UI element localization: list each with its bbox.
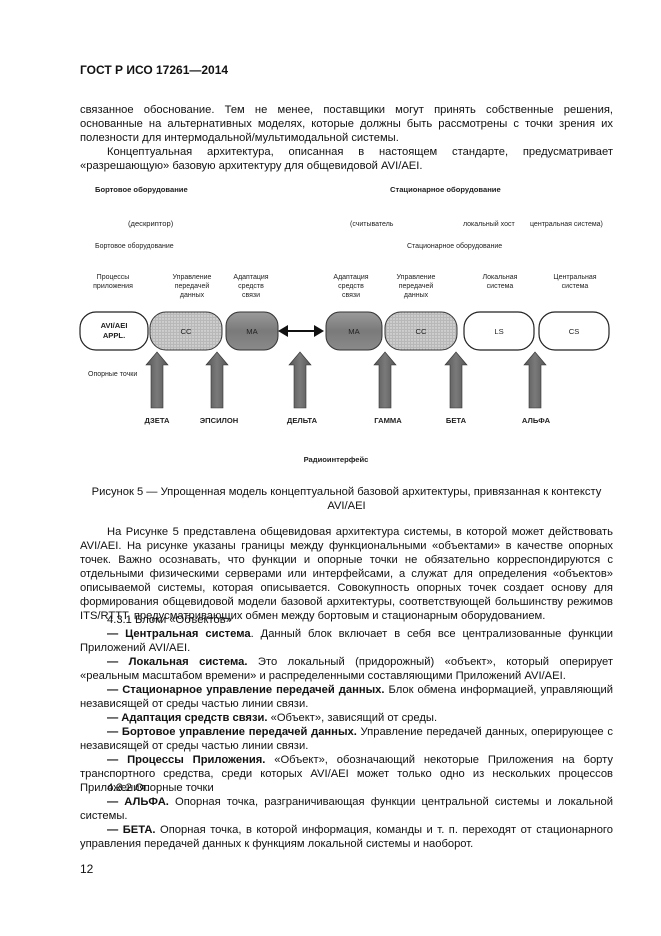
col6-line1: система bbox=[562, 283, 589, 290]
col1-line2: данных bbox=[180, 292, 205, 299]
ls-box bbox=[463, 311, 535, 351]
col2-line0: Адаптация bbox=[233, 274, 268, 281]
item-term: — Адаптация средств связи. bbox=[107, 712, 268, 724]
fixed-title: Стационарное оборудование bbox=[390, 185, 501, 194]
arrow-delta bbox=[288, 351, 312, 409]
intro-paragraph-2: Концептуальная архитектура, описанная в … bbox=[80, 146, 613, 172]
point-term: — БЕТА. bbox=[107, 824, 156, 836]
col0-line1: приложения bbox=[93, 283, 133, 290]
architecture-figure: Бортовое оборудование Стационарное обору… bbox=[79, 185, 610, 464]
central-system-label: центральная система) bbox=[530, 221, 603, 228]
col3-line1: средств bbox=[338, 283, 364, 290]
item-local-system: — Локальная система. Это локальный (прид… bbox=[80, 655, 613, 683]
arrow-label-beta: БЕТА bbox=[446, 416, 467, 425]
item-central-system: — Центральная система. Данный блок включ… bbox=[80, 627, 613, 655]
cc-box-onboard bbox=[149, 311, 223, 351]
radio-link-arrow-right bbox=[314, 325, 324, 337]
item-text: Это локальный (придорожный) «объект», ко… bbox=[80, 656, 613, 682]
appl-box bbox=[79, 311, 149, 351]
item-onboard-data-management: — Бортовое управление передачей данных. … bbox=[80, 725, 613, 753]
ma-box-fixed-label: MA bbox=[348, 327, 360, 336]
item-term: — Процессы Приложения. bbox=[107, 754, 266, 766]
item-text: «Объект», зависящий от среды. bbox=[267, 712, 438, 724]
item-term: — Бортовое управление передачей данных. bbox=[107, 726, 357, 738]
appl-box-line1: APPL. bbox=[103, 331, 125, 340]
col3-line0: Адаптация bbox=[333, 274, 368, 281]
ma-box-onboard-label: MA bbox=[246, 327, 258, 336]
col1-line1: передачей bbox=[175, 282, 210, 290]
fixed-subtitle: Стационарное оборудование bbox=[407, 242, 502, 250]
radio-interface-label: Радиоинтерфейс bbox=[304, 455, 369, 464]
descriptor-label: (дескриптор) bbox=[128, 219, 174, 228]
point-term: — АЛЬФА. bbox=[107, 796, 169, 808]
arrow-label-gamma: ГАММА bbox=[374, 416, 402, 425]
ref-points-label: Опорные точки bbox=[88, 371, 137, 378]
figure-caption: Рисунок 5 — Упрощенная модель концептуал… bbox=[91, 486, 602, 512]
arrow-label-zeta: ДЗЕТА bbox=[145, 416, 170, 425]
item-media-adaptation: — Адаптация средств связи. «Объект», зав… bbox=[80, 711, 613, 725]
point-text: Опорная точка, разграничивающая функции … bbox=[80, 796, 613, 822]
onboard-title: Бортовое оборудование bbox=[95, 185, 188, 194]
arrow-beta bbox=[444, 351, 468, 409]
item-term: — Стационарное управление передачей данн… bbox=[107, 684, 385, 696]
point-alpha: — АЛЬФА. Опорная точка, разграничивающая… bbox=[80, 795, 613, 823]
arrow-gamma bbox=[373, 351, 397, 409]
section-4-3-1: 4.3.1 Блоки «Объектов» bbox=[107, 614, 232, 626]
col0-line0: Процессы bbox=[97, 274, 130, 281]
cs-box bbox=[538, 311, 610, 351]
ls-box-label: LS bbox=[494, 327, 503, 336]
item-text: . Данный блок включает в себя все центра… bbox=[80, 628, 613, 654]
col5-line1: система bbox=[487, 283, 514, 290]
local-host-label: локальный хост bbox=[463, 220, 515, 228]
cc-box-fixed-label: CC bbox=[416, 327, 427, 336]
arrow-label-alpha: АЛЬФА bbox=[522, 416, 551, 425]
item-text: Блок обмена информацией, управляющий нез… bbox=[80, 684, 613, 710]
col3-line2: связи bbox=[342, 292, 360, 299]
arrow-label-delta: ДЕЛЬТА bbox=[287, 416, 318, 425]
section-4-3-2: 4.3.2 Опорные точки bbox=[107, 782, 214, 794]
item-text: Управление передачей данных, оперирующее… bbox=[80, 726, 613, 752]
body-paragraph-1: На Рисунке 5 представлена общевидовая ар… bbox=[80, 526, 613, 622]
appl-box-line0: AVI/AEI bbox=[101, 321, 128, 330]
arrow-alpha bbox=[523, 351, 547, 409]
col4-line1: передачей bbox=[399, 282, 434, 290]
arrow-epsilon bbox=[205, 351, 229, 409]
col4-line0: Управление bbox=[397, 274, 436, 281]
cc-box-fixed bbox=[384, 311, 458, 351]
arrow-label-epsilon: ЭПСИЛОН bbox=[200, 416, 239, 425]
item-text: «Объект», обозначающий некоторые Приложе… bbox=[80, 754, 613, 794]
col4-line2: данных bbox=[404, 292, 429, 299]
point-beta: — БЕТА. Опорная точка, в которой информа… bbox=[80, 823, 613, 851]
page-number: 12 bbox=[80, 862, 94, 876]
item-term: — Локальная система. bbox=[107, 656, 248, 668]
col6-line0: Центральная bbox=[553, 274, 596, 281]
col2-line2: связи bbox=[242, 292, 260, 299]
intro-paragraph-1: связанное обоснование. Тем не менее, пос… bbox=[80, 104, 613, 144]
cc-box-onboard-label: CC bbox=[181, 327, 192, 336]
cs-box-label: CS bbox=[569, 327, 580, 336]
radio-link-arrow-left bbox=[278, 325, 288, 337]
item-application-processes: — Процессы Приложения. «Объект», обознач… bbox=[80, 753, 613, 795]
reader-label: (считыватель bbox=[350, 221, 394, 228]
col1-line0: Управление bbox=[173, 274, 212, 281]
point-text: Опорная точка, в которой информация, ком… bbox=[80, 824, 613, 850]
col2-line1: средств bbox=[238, 283, 264, 290]
item-fixed-data-management: — Стационарное управление передачей данн… bbox=[80, 683, 613, 711]
onboard-subtitle: Бортовое оборудование bbox=[95, 242, 174, 250]
arrow-zeta bbox=[145, 351, 169, 409]
col5-line0: Локальная bbox=[483, 274, 518, 281]
document-header: ГОСТ Р ИСО 17261—2014 bbox=[80, 63, 229, 77]
item-term: — Центральная система bbox=[107, 628, 251, 640]
ma-box-fixed bbox=[325, 311, 383, 351]
